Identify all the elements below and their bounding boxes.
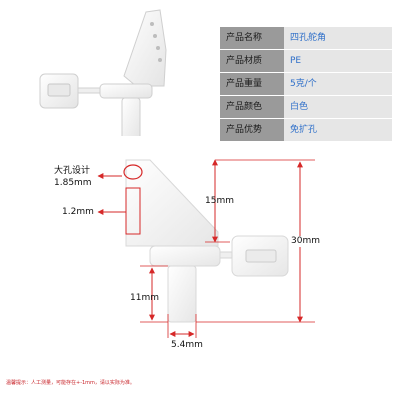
spec-value: 免扩孔 (284, 118, 392, 142)
spec-value: 四孔舵角 (284, 27, 392, 50)
hole-title-label: 大孔设计 (54, 166, 91, 176)
hole-marker (123, 164, 143, 180)
shank-height-label: 11mm (130, 293, 159, 303)
spec-key: 产品名称 (220, 27, 284, 50)
thickness-marker (125, 187, 141, 235)
spec-row-color: 产品颜色 白色 (220, 95, 392, 119)
shank-width-label: 5.4mm (171, 340, 203, 350)
footer-note: 温馨提示：人工测量，可能存在+-1mm，请以实际为准。 (6, 380, 135, 386)
spec-key: 产品材质 (220, 49, 284, 73)
spec-value: 5克/个 (284, 72, 392, 96)
spec-key: 产品颜色 (220, 95, 284, 119)
spec-row-advantage: 产品优势 免扩孔 (220, 118, 392, 142)
hole-diameter-label: 1.85mm (54, 178, 92, 188)
spec-value: 白色 (284, 95, 392, 119)
spec-key: 产品优势 (220, 118, 284, 142)
spec-row-name: 产品名称 四孔舵角 (220, 27, 392, 50)
spec-key: 产品重量 (220, 72, 284, 96)
spec-table: 产品名称 四孔舵角 产品材质 PE 产品重量 5克/个 产品颜色 白色 产品优势… (220, 27, 392, 142)
product-image (39, 9, 167, 136)
thickness-label: 1.2mm (62, 207, 94, 217)
horn-part (125, 159, 289, 323)
spec-row-weight: 产品重量 5克/个 (220, 72, 392, 96)
total-height-label: 30mm (290, 236, 321, 247)
spec-value: PE (284, 49, 392, 73)
dimension-diagram (97, 159, 315, 338)
spec-row-material: 产品材质 PE (220, 49, 392, 73)
horn-height-label: 15mm (205, 196, 234, 206)
